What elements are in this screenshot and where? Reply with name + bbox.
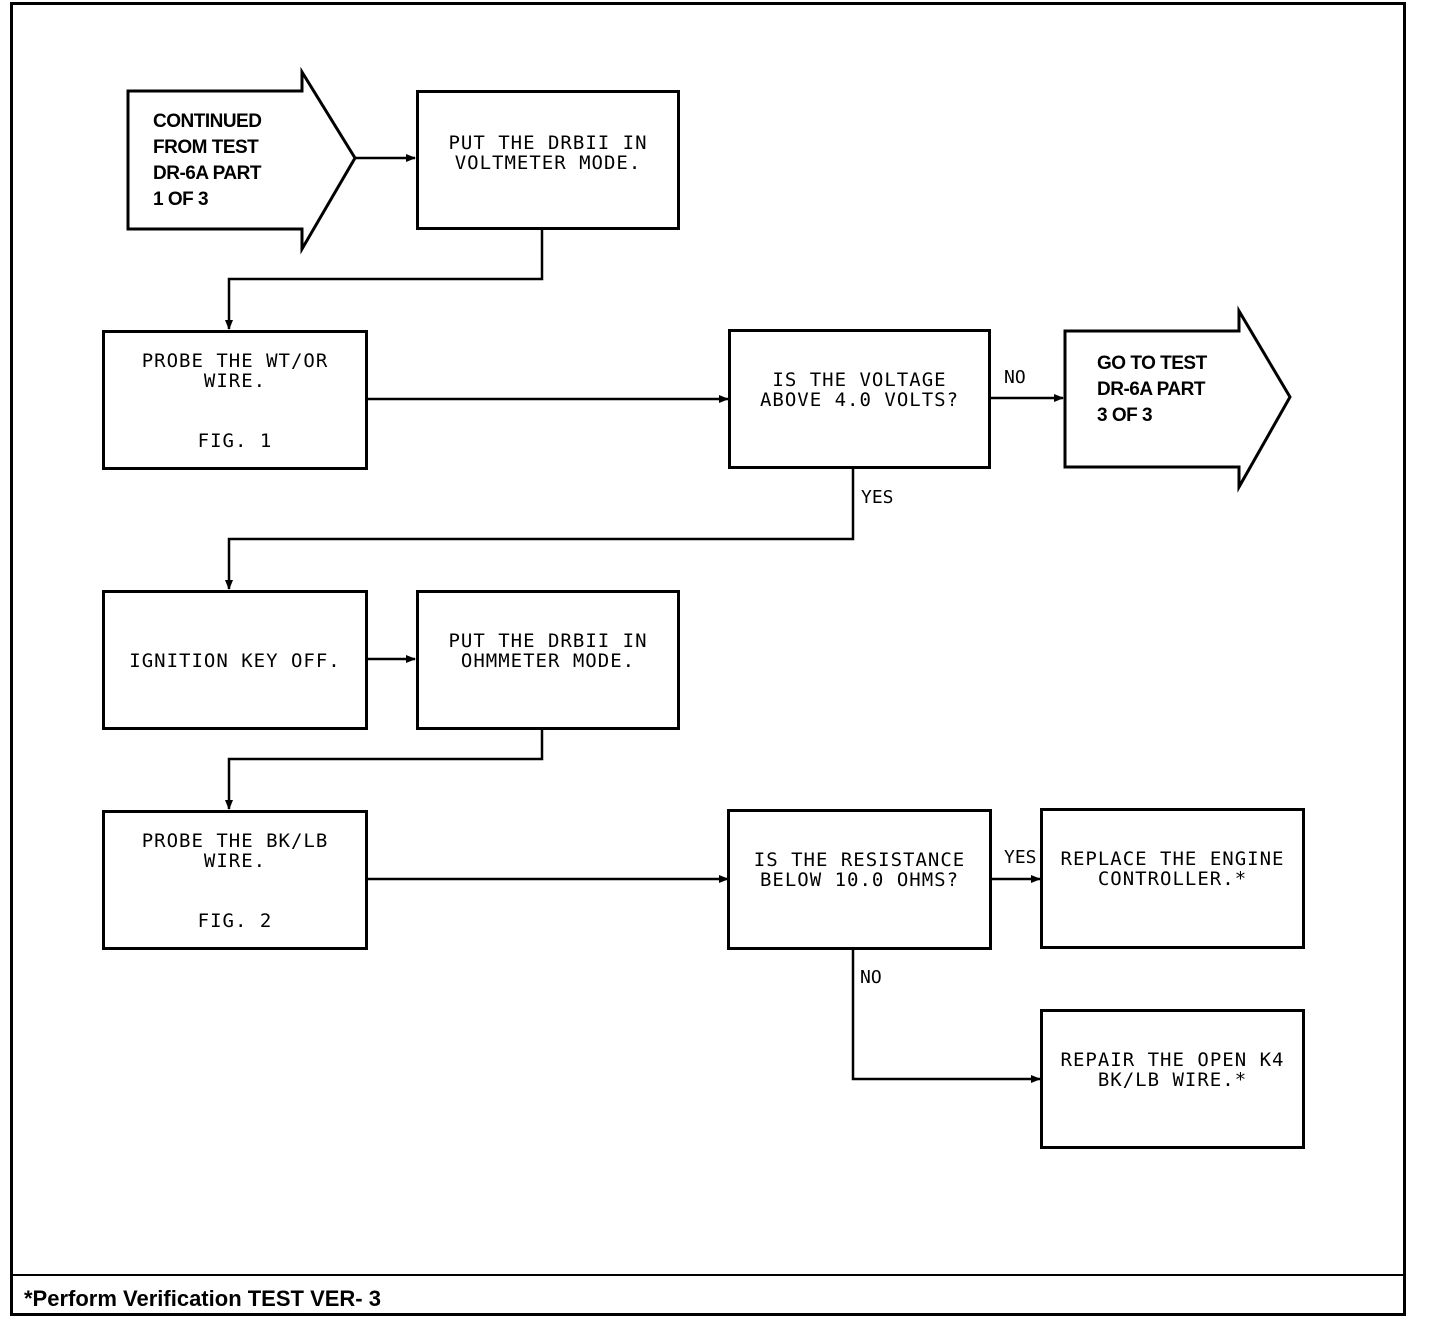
fig1-label: FIG. 1 bbox=[197, 430, 273, 452]
voltage-yes-label: YES bbox=[861, 487, 894, 508]
ohmmeter-mode-text: PUT THE DRBII IN OHMMETER MODE. bbox=[448, 630, 648, 672]
verification-footnote: *Perform Verification TEST VER- 3 bbox=[24, 1286, 381, 1311]
resistance-question-box: IS THE RESISTANCE BELOW 10.0 OHMS? bbox=[727, 809, 992, 950]
continued-from-arrow-shape bbox=[126, 66, 357, 255]
probe-wt-or-box: PROBE THE WT/OR WIRE. FIG. 1 bbox=[102, 330, 368, 470]
probe-bk-lb-text: PROBE THE BK/LB WIRE. bbox=[141, 830, 329, 872]
voltage-no-label: NO bbox=[1004, 367, 1026, 388]
line-voltage-yes bbox=[225, 469, 855, 590]
voltage-question-text: IS THE VOLTAGE ABOVE 4.0 VOLTS? bbox=[759, 369, 960, 411]
resistance-no-label: NO bbox=[860, 967, 882, 988]
line-resistance-no bbox=[851, 949, 1041, 1083]
page-frame bbox=[10, 2, 1406, 1316]
go-to-arrow-shape bbox=[1063, 305, 1292, 493]
ignition-off-text: IGNITION KEY OFF. bbox=[129, 650, 341, 672]
voltmeter-mode-text: PUT THE DRBII IN VOLTMETER MODE. bbox=[448, 132, 648, 174]
ignition-off-box: IGNITION KEY OFF. bbox=[102, 590, 368, 730]
voltage-question-box: IS THE VOLTAGE ABOVE 4.0 VOLTS? bbox=[728, 329, 991, 469]
ohmmeter-mode-box: PUT THE DRBII IN OHMMETER MODE. bbox=[416, 590, 680, 730]
replace-controller-box: REPLACE THE ENGINE CONTROLLER.* bbox=[1040, 808, 1305, 949]
probe-wt-or-text: PROBE THE WT/OR WIRE. bbox=[141, 350, 329, 392]
repair-wire-box: REPAIR THE OPEN K4 BK/LB WIRE.* bbox=[1040, 1009, 1305, 1149]
resistance-yes-label: YES bbox=[1004, 847, 1037, 868]
probe-bk-lb-box: PROBE THE BK/LB WIRE. FIG. 2 bbox=[102, 810, 368, 950]
continued-from-text: CONTINUED FROM TEST DR-6A PART 1 OF 3 bbox=[153, 111, 262, 210]
fig2-label: FIG. 2 bbox=[197, 910, 273, 932]
resistance-question-text: IS THE RESISTANCE BELOW 10.0 OHMS? bbox=[753, 849, 966, 891]
replace-controller-text: REPLACE THE ENGINE CONTROLLER.* bbox=[1060, 848, 1285, 890]
repair-wire-text: REPAIR THE OPEN K4 BK/LB WIRE.* bbox=[1060, 1049, 1285, 1091]
footer-divider bbox=[10, 1274, 1406, 1276]
voltmeter-mode-box: PUT THE DRBII IN VOLTMETER MODE. bbox=[416, 90, 680, 230]
go-to-test-text: GO TO TEST DR-6A PART 3 OF 3 bbox=[1097, 353, 1207, 426]
line-voltmeter-to-probe1 bbox=[225, 230, 544, 330]
line-ohmmeter-to-probe2 bbox=[225, 729, 544, 810]
